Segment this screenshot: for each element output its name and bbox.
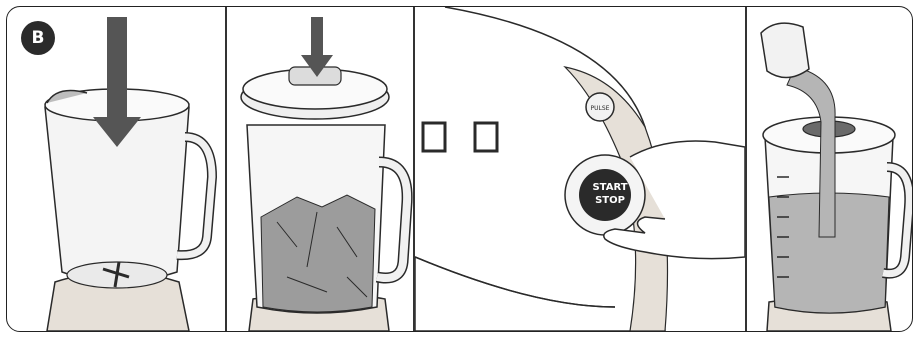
start-stop-button[interactable] (579, 169, 631, 221)
start-stop-label-line2: STOP (595, 195, 625, 206)
instruction-frame: B (6, 6, 913, 332)
step-badge: B (21, 21, 55, 55)
panel-operate-controls: PULSE START STOP (415, 7, 745, 331)
pulse-button-label: PULSE (591, 105, 610, 112)
brand-logo (421, 121, 499, 153)
panel-add-liquid (747, 7, 912, 331)
appliance-controls-illustration: PULSE START STOP (415, 7, 745, 331)
start-stop-label-line1: START (592, 182, 627, 193)
jug-on-base-illustration (44, 17, 218, 331)
panel-divider (745, 7, 747, 331)
hand-illustration (603, 140, 745, 260)
panel-add-ingredients (227, 7, 413, 331)
panel-divider (225, 7, 227, 331)
jug-pouring-illustration (760, 22, 912, 331)
jug-with-ingredients-illustration (240, 17, 413, 331)
pulse-button[interactable] (585, 92, 615, 122)
panel-divider (413, 7, 415, 331)
panel-place-jug (7, 7, 225, 331)
